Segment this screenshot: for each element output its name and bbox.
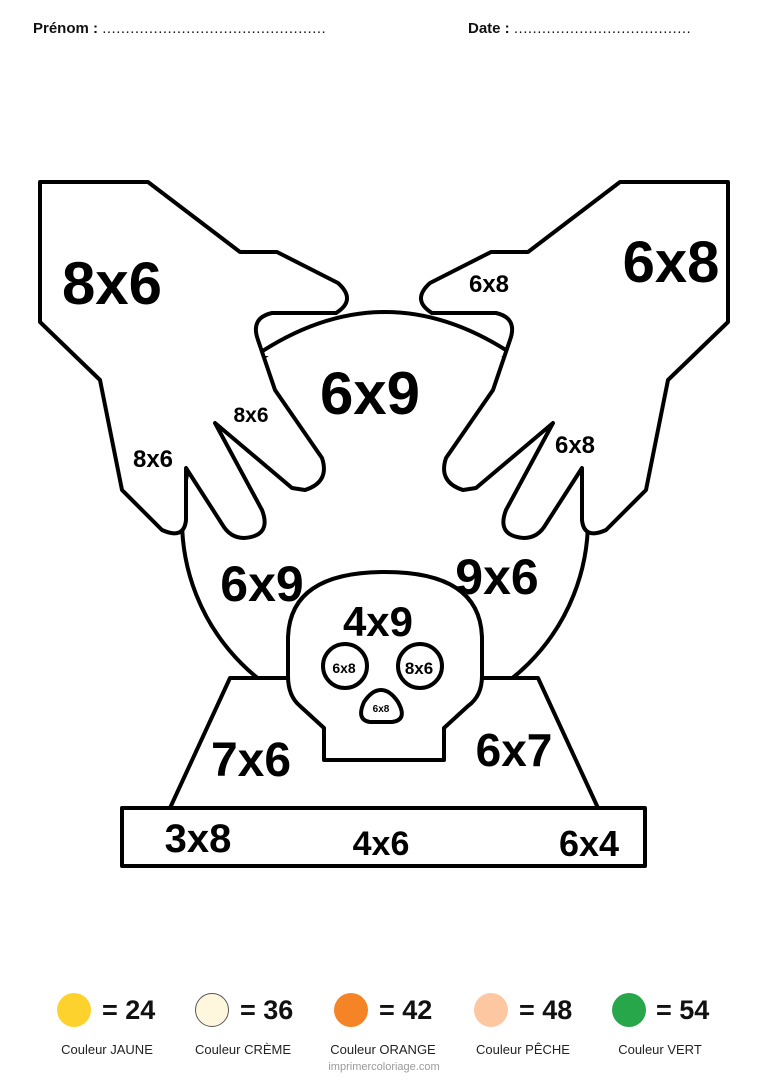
- ball-right-label: 9x6: [455, 549, 538, 605]
- left-finger-lower-label: 8x6: [133, 446, 173, 473]
- coloring-picture: 8x6 8x6 8x6 6x8 6x8 6x8 6x9 6x9 9x6 4x9 …: [38, 180, 730, 868]
- skull-forehead-label: 4x9: [343, 598, 413, 645]
- skull-nose: [359, 688, 404, 724]
- legend-value: = 42: [379, 995, 433, 1025]
- color-legend: = 24 Couleur JAUNE = 36 Couleur CRÈME = …: [0, 993, 768, 1063]
- left-hand: [38, 180, 349, 540]
- right-finger-lower-label: 6x8: [555, 432, 595, 459]
- skull-left-eye: [321, 642, 369, 690]
- green-swatch: [612, 993, 646, 1027]
- legend-color-name: Couleur CRÈME: [194, 1042, 292, 1057]
- legend-value: = 36: [240, 995, 294, 1025]
- legend-color-name: Couleur ORANGE: [330, 1042, 436, 1057]
- base-left-label: 3x8: [165, 817, 232, 861]
- legend-color-name: Couleur JAUNE: [61, 1042, 153, 1057]
- skull: [286, 570, 484, 762]
- date-dots: ......................................: [513, 20, 692, 37]
- left-hand-label: 8x6: [62, 250, 162, 317]
- site-credit: imprimercoloriage.com: [328, 1061, 440, 1073]
- legend-value: = 24: [102, 995, 156, 1025]
- base-center-label: 4x6: [353, 825, 410, 863]
- skull-nose-label: 6x8: [373, 704, 390, 715]
- ball-top-label: 6x9: [320, 360, 420, 427]
- cream-swatch: [195, 993, 229, 1027]
- skull-right-eye-label: 8x6: [405, 659, 433, 678]
- orange-swatch: [334, 993, 368, 1027]
- prenom-field: Prénom : ...............................…: [33, 20, 326, 37]
- legend-value: = 54: [656, 995, 710, 1025]
- prenom-label: Prénom :: [33, 20, 99, 37]
- stand-right-label: 6x7: [476, 724, 553, 776]
- legend-color-name: Couleur VERT: [618, 1042, 702, 1057]
- yellow-swatch: [57, 993, 91, 1027]
- right-hand: [419, 180, 730, 540]
- stand-left-label: 7x6: [211, 734, 291, 787]
- ball-arc: [253, 310, 517, 358]
- skull-left-eye-label: 6x8: [332, 660, 356, 676]
- stand-base: [120, 806, 647, 868]
- right-finger-top-label: 6x8: [469, 271, 509, 298]
- date-field: Date : .................................…: [468, 20, 691, 37]
- skull-right-eye: [396, 642, 444, 690]
- peach-swatch: [474, 993, 508, 1027]
- legend-color-name: Couleur PÊCHE: [476, 1042, 570, 1057]
- ball-left-label: 6x9: [220, 556, 303, 612]
- date-label: Date :: [468, 20, 510, 37]
- prenom-dots: ........................................…: [102, 20, 327, 37]
- right-hand-label: 6x8: [623, 230, 720, 295]
- legend-value: = 48: [519, 995, 573, 1025]
- base-right-label: 6x4: [559, 823, 619, 864]
- left-finger-upper-label: 8x6: [233, 404, 268, 427]
